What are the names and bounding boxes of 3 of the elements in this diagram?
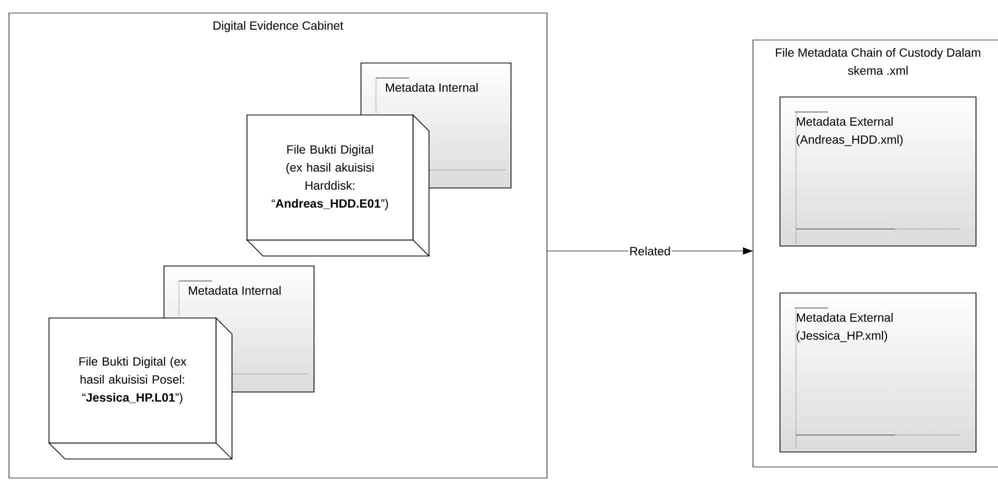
metadata-box: Metadata External (Andreas_HDD.xml) bbox=[780, 96, 976, 246]
metadata-box: Metadata External (Jessica_HP.xml) bbox=[780, 292, 976, 452]
edge-label: Related bbox=[628, 246, 672, 256]
